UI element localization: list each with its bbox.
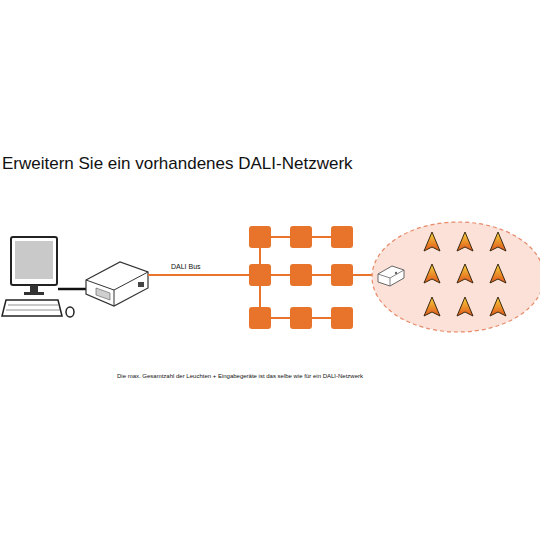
dali-device [290,226,312,248]
lamp-icon [424,232,440,251]
lamp-icon [424,264,440,283]
lamp-icon [457,264,473,283]
caption-note: Die max. Gesamtzahl der Leuchten + Einga… [70,373,410,380]
lamp-icon [424,297,440,316]
dali-device [331,226,353,248]
bus-wires [260,237,382,318]
extender-device [378,266,404,286]
lamp-icon [490,264,506,283]
lamp-icons [424,232,506,316]
dali-controller [86,262,148,306]
dali-device [290,307,312,329]
dali-bus-line [148,274,258,276]
lamp-icon [457,232,473,251]
lamp-icon [490,297,506,316]
dali-device [331,307,353,329]
page-title: Erweitern Sie ein vorhandenes DALI-Netzw… [2,154,353,174]
lamp-icon [457,297,473,316]
dali-device [331,264,353,286]
dali-device [249,307,271,329]
computer-icon [2,237,74,317]
bus-label: DALI Bus [170,263,202,271]
dali-device-grid [249,226,353,329]
usb-cable [58,288,88,291]
dali-device [290,264,312,286]
dali-device [249,264,271,286]
lamp-icon [490,232,506,251]
dali-device [249,226,271,248]
extension-area [372,222,540,332]
